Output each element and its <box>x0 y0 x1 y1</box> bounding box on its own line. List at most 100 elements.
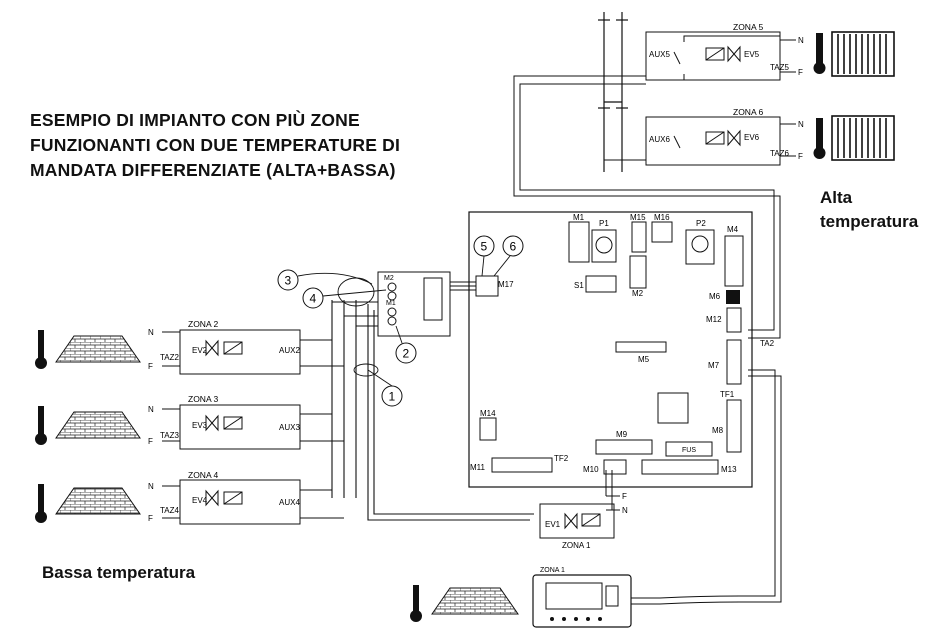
ev6-label: EV6 <box>744 133 760 142</box>
m1-small-label: M1 <box>386 300 396 307</box>
p2-label: P2 <box>696 219 706 228</box>
zone-4-label: ZONA 4 <box>188 470 219 480</box>
zone-5-n: N <box>798 36 804 45</box>
callout-5: 5 <box>473 235 495 257</box>
taz4-label: TAZ4 <box>160 506 180 515</box>
m7-label: M7 <box>708 361 720 370</box>
zone-5: ZONA 5 AUX5 EV5 TAZ5 N F <box>645 22 804 81</box>
callout-leaders <box>297 255 511 387</box>
ev1-label: EV1 <box>545 520 561 529</box>
high-temperature-caption: Alta temperatura <box>820 188 919 231</box>
thermometer-icon <box>35 330 47 369</box>
panel-label: ZONA 1 <box>540 567 565 574</box>
ta2-label: TA2 <box>760 339 775 348</box>
taz3-label: TAZ3 <box>160 431 180 440</box>
ev4-label: EV4 <box>192 496 208 505</box>
callout-1: 1 <box>381 385 403 407</box>
m16-label: M16 <box>654 213 670 222</box>
svg-text:5: 5 <box>481 240 488 254</box>
zone-5-label: ZONA 5 <box>733 22 764 32</box>
radiator-icon <box>831 31 895 77</box>
m11-label: M11 <box>470 463 486 472</box>
taz2-label: TAZ2 <box>160 353 180 362</box>
zone-6-n: N <box>798 120 804 129</box>
zone-2-label: ZONA 2 <box>188 319 219 329</box>
m13-label: M13 <box>721 465 737 474</box>
room-control-panel: ZONA 1 <box>532 369 782 628</box>
s1-label: S1 <box>574 281 584 290</box>
underfloor-heating-icon <box>431 587 519 615</box>
m14-label: M14 <box>480 409 496 418</box>
tf1-label: TF1 <box>720 390 735 399</box>
aux3-label: AUX3 <box>279 423 300 432</box>
title-line-1: ESEMPIO DI IMPIANTO CON PIÙ ZONE <box>30 110 360 130</box>
callout-6: 6 <box>502 235 524 257</box>
taz5-label: TAZ5 <box>770 63 790 72</box>
high-temp-cable <box>513 75 781 339</box>
ev2-label: EV2 <box>192 346 208 355</box>
zone-4: ZONA 4 EV4 AUX4 TAZ4 N F <box>148 470 344 525</box>
tf2-label: TF2 <box>554 454 569 463</box>
taz6-label: TAZ6 <box>770 149 790 158</box>
zone-1-f: F <box>622 492 627 501</box>
zone-3-label: ZONA 3 <box>188 394 219 404</box>
radiator-icon <box>831 115 895 161</box>
m17-label: M17 <box>498 280 514 289</box>
title-line-2: FUNZIONANTI CON DUE TEMPERATURE DI <box>30 135 401 155</box>
m5-label: M5 <box>638 355 650 364</box>
m9-label: M9 <box>616 430 628 439</box>
low-temp-bus <box>331 300 534 521</box>
high-temp-supply-pipes <box>598 12 628 172</box>
callout-4: 4 <box>302 287 324 309</box>
thermometer-icon <box>813 33 826 74</box>
low-temperature-caption: Bassa temperatura <box>42 563 196 582</box>
zone-6: ZONA 6 AUX6 EV6 TAZ6 N F <box>645 107 804 166</box>
title-line-3: MANDATA DIFFERENZIATE (ALTA+BASSA) <box>30 160 396 180</box>
m6-label: M6 <box>709 292 721 301</box>
m8-label: M8 <box>712 426 724 435</box>
m2-small-label: M2 <box>384 275 394 282</box>
m1-label: M1 <box>573 213 585 222</box>
svg-text:3: 3 <box>285 274 292 288</box>
thermometer-icon <box>410 585 422 622</box>
zone-1-label: ZONA 1 <box>562 541 591 550</box>
zone-1-n: N <box>622 506 628 515</box>
ev3-label: EV3 <box>192 421 208 430</box>
m15-label: M15 <box>630 213 646 222</box>
underfloor-heating-icon <box>55 487 141 515</box>
diagram-title: ESEMPIO DI IMPIANTO CON PIÙ ZONE FUNZION… <box>30 108 410 183</box>
underfloor-heating-icon <box>55 411 141 439</box>
m4-label: M4 <box>727 225 739 234</box>
zone-6-f: F <box>798 152 803 161</box>
interface-board: M2 M1 <box>377 271 476 337</box>
thermometer-icon <box>35 484 47 523</box>
fuse-label: FUS <box>682 447 696 454</box>
zone-2: ZONA 2 EV2 AUX2 TAZ2 N F <box>148 319 344 375</box>
m10-label: M10 <box>583 465 599 474</box>
thermometer-icon <box>35 406 47 445</box>
ev5-label: EV5 <box>744 50 760 59</box>
m12-label: M12 <box>706 315 722 324</box>
callout-3: 3 <box>277 269 299 291</box>
underfloor-heating-icon <box>55 335 141 363</box>
zone-6-label: ZONA 6 <box>733 107 764 117</box>
zone-2-f: F <box>148 362 153 371</box>
callout-2: 2 <box>395 342 417 364</box>
svg-text:6: 6 <box>510 240 517 254</box>
aux5-label: AUX5 <box>649 50 670 59</box>
zone-3-f: F <box>148 437 153 446</box>
aux6-label: AUX6 <box>649 135 670 144</box>
control-board: M1 P1 S1 M15 M16 M2 P2 M4 M6 M12 TA2 M7 <box>468 211 775 488</box>
zone-5-f: F <box>798 68 803 77</box>
zone-4-n: N <box>148 482 154 491</box>
p1-label: P1 <box>599 219 609 228</box>
zone-3-n: N <box>148 405 154 414</box>
aux2-label: AUX2 <box>279 346 300 355</box>
svg-text:4: 4 <box>310 292 317 306</box>
m2-label: M2 <box>632 289 644 298</box>
thermometer-icon <box>813 118 826 159</box>
aux4-label: AUX4 <box>279 498 300 507</box>
zone-1: EV1 ZONA 1 F N <box>539 470 628 550</box>
zone-2-n: N <box>148 328 154 337</box>
